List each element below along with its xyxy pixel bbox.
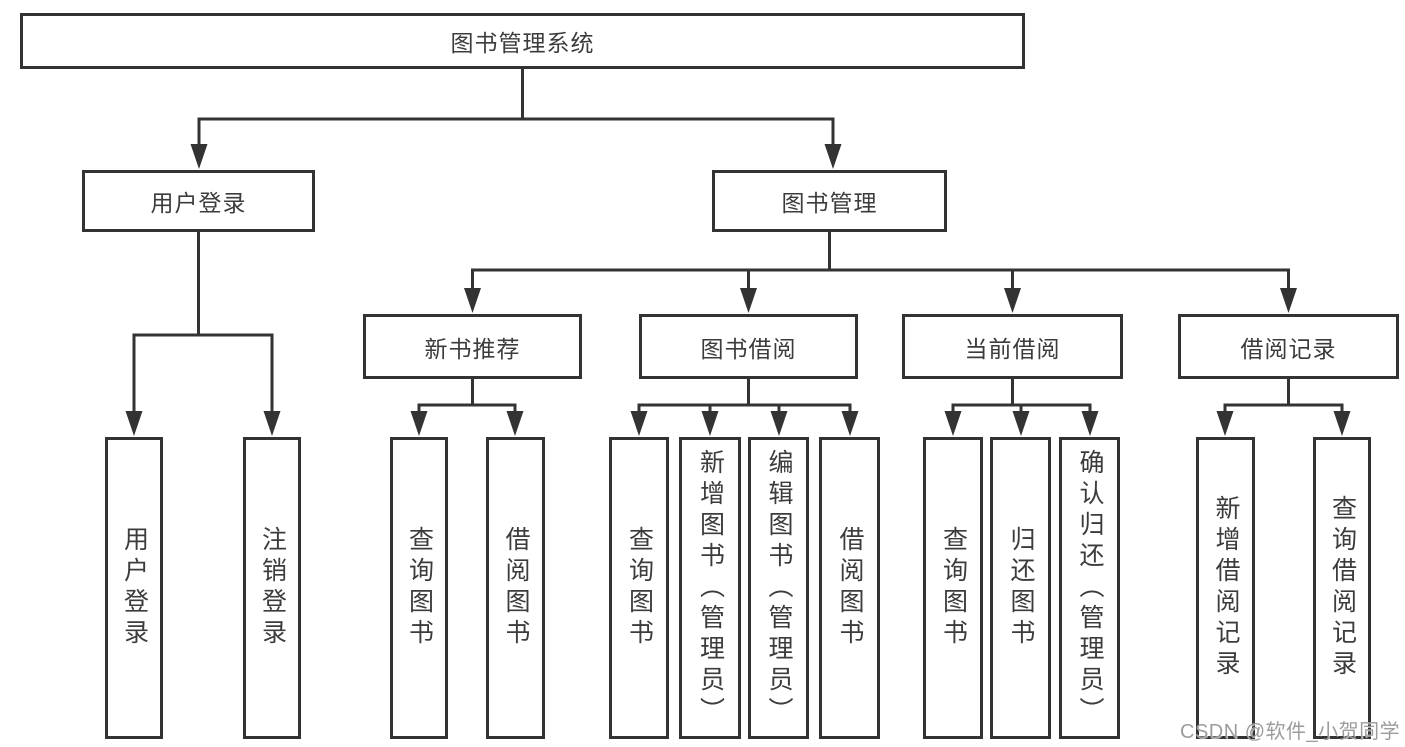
node-book-borrow: 图书借阅: [639, 314, 858, 379]
leaf-borrow-books: 借阅图书: [819, 437, 880, 739]
leaf-label: 查询图书: [625, 526, 654, 650]
leaf-user-login: 用户登录: [105, 437, 163, 739]
node-book-management: 图书管理: [712, 170, 947, 232]
leaf-label: 新增借阅记录: [1212, 495, 1240, 681]
leaf-label: 用户登录: [120, 526, 149, 650]
leaf-label: 查询图书: [405, 526, 434, 650]
leaf-query-borrow-record: 查询借阅记录: [1313, 437, 1371, 739]
leaf-label: 借阅图书: [836, 526, 864, 650]
node-system-root: 图书管理系统: [20, 13, 1025, 69]
csdn-watermark: CSDN @软件_小贺同学: [1180, 721, 1401, 743]
leaf-label: 查询图书: [939, 526, 968, 650]
leaf-edit-books-admin: 编辑图书（管理员）: [748, 437, 809, 739]
node-user-login: 用户登录: [82, 170, 315, 232]
leaf-query-books: 查询图书: [923, 437, 983, 739]
leaf-label: 借阅图书: [502, 526, 530, 650]
leaf-query-books: 查询图书: [390, 437, 448, 739]
leaf-add-books-admin: 新增图书（管理员）: [679, 437, 741, 739]
leaf-label: 新增图书（管理员）: [696, 448, 725, 728]
leaf-label: 注销登录: [258, 526, 287, 650]
leaf-logout: 注销登录: [243, 437, 301, 739]
tree-edges: [132, 67, 1344, 417]
leaf-label: 确认归还（管理员）: [1076, 448, 1104, 728]
leaf-query-books: 查询图书: [609, 437, 669, 739]
node-current-borrow: 当前借阅: [902, 314, 1123, 379]
leaf-label: 查询借阅记录: [1328, 495, 1357, 681]
leaf-confirm-return-admin: 确认归还（管理员）: [1059, 437, 1120, 739]
leaf-label: 编辑图书（管理员）: [765, 448, 793, 728]
node-borrow-records: 借阅记录: [1178, 314, 1399, 379]
leaf-add-borrow-record: 新增借阅记录: [1196, 437, 1255, 739]
leaf-return-books: 归还图书: [990, 437, 1051, 739]
node-new-book-recommend: 新书推荐: [363, 314, 582, 379]
leaf-borrow-books: 借阅图书: [486, 437, 545, 739]
leaf-label: 归还图书: [1007, 526, 1035, 650]
